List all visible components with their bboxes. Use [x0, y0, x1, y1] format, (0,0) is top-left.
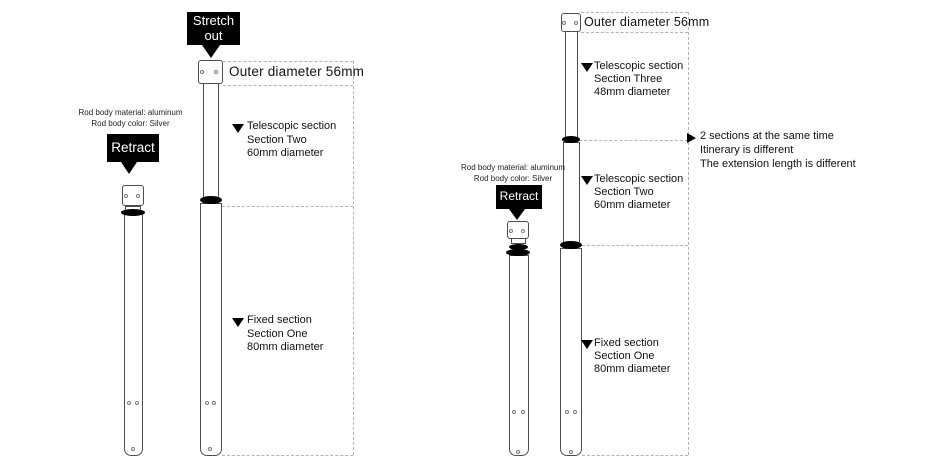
annotation-line: 80mm diameter — [247, 341, 324, 353]
rod-retracted-body — [124, 214, 143, 456]
rivet-hole — [124, 194, 128, 198]
rivet-hole — [212, 401, 216, 405]
annotation-line: Section One — [247, 327, 308, 340]
callout-tail-icon — [121, 162, 137, 174]
rod-retracted-cap — [122, 185, 144, 206]
annotation-line: Section Three — [594, 72, 663, 85]
annotation-line: 48mm diameter — [594, 85, 671, 98]
retract-callout-right: Retract — [496, 185, 542, 220]
joint-band — [506, 249, 530, 256]
dashed-guide — [579, 140, 688, 141]
rod-retracted-collar — [511, 238, 526, 244]
annotation-line: 2 sections at the same time — [700, 130, 834, 142]
down-triangle-icon — [581, 176, 593, 185]
rod-section-two-tube — [563, 142, 580, 244]
dashed-guide — [223, 61, 353, 62]
rod-color-text: Rod body color: Silver — [91, 119, 170, 128]
section-annotation-left-fixed: Fixed section Section One 80mm diameter — [247, 314, 323, 355]
dashed-guide — [222, 206, 353, 207]
comparison-note: 2 sections at the same time Itinerary is… — [700, 130, 856, 172]
annotation-line: Telescopic section — [247, 120, 337, 132]
rivet-hole — [200, 70, 204, 74]
callout-tail-icon — [202, 45, 220, 58]
joint-band — [562, 136, 580, 143]
annotation-line: Fixed section — [594, 337, 659, 349]
rivet-hole — [509, 229, 513, 233]
rivet-hole — [131, 447, 135, 451]
rod-fixed-section-body — [200, 203, 222, 456]
annotation-line: Section One — [594, 349, 655, 362]
dashed-guide — [582, 455, 688, 456]
dashed-guide — [688, 12, 689, 455]
rod-spec-note-left: Rod body material: aluminum Rod body col… — [58, 107, 203, 129]
rivet-hole — [573, 410, 577, 414]
dashed-guide — [353, 61, 354, 455]
rod-fixed-section-body — [560, 248, 582, 456]
joint-band — [121, 209, 145, 216]
section-annotation-right-three: Telescopic section Section Three 48mm di… — [594, 60, 683, 98]
rod-section-three-tube — [565, 31, 578, 139]
annotation-line: 60mm diameter — [247, 147, 324, 159]
outer-diameter-label-left: Outer diameter 56mm — [229, 64, 365, 79]
rod-section-two-tube — [203, 83, 219, 199]
rivet-hole — [565, 410, 569, 414]
rivet-hole — [136, 194, 140, 198]
rivet-hole — [135, 401, 139, 405]
rivet-hole — [521, 410, 525, 414]
joint-band — [509, 244, 528, 250]
rod-material-text: Rod body material: aluminum — [460, 163, 566, 172]
section-annotation-left-two: Telescopic section Section Two 60mm diam… — [247, 120, 336, 161]
annotation-line: Fixed section — [247, 314, 312, 326]
annotation-line: The extension length is different — [700, 158, 856, 170]
rivet-hole — [521, 229, 525, 233]
rivet-hole — [127, 401, 131, 405]
rod-retracted-body — [509, 255, 529, 456]
dashed-guide — [222, 455, 353, 456]
section-annotation-right-fixed: Fixed section Section One 80mm diameter — [594, 337, 670, 375]
down-triangle-icon — [581, 340, 593, 349]
rivet-hole — [562, 21, 566, 25]
rivet-hole — [569, 450, 573, 454]
rivet-hole — [516, 450, 520, 454]
annotation-line: Section Two — [247, 133, 307, 146]
annotation-line: Telescopic section — [594, 173, 684, 185]
outer-diameter-label-right: Outer diameter 56mm — [584, 15, 710, 29]
dashed-guide — [581, 32, 688, 33]
rivet-hole — [512, 410, 516, 414]
rod-color-text: Rod body color: Silver — [473, 174, 553, 183]
rivet-hole — [214, 70, 218, 74]
annotation-line: Telescopic section — [594, 60, 684, 72]
annotation-line: 60mm diameter — [594, 198, 671, 211]
stretch-out-line1: Stretch — [192, 13, 235, 28]
down-triangle-icon — [232, 124, 244, 133]
dashed-guide — [581, 12, 688, 13]
down-triangle-icon — [232, 318, 244, 327]
rod-extended-cap — [561, 13, 581, 32]
rivet-hole — [205, 401, 209, 405]
dashed-guide — [223, 85, 353, 86]
section-annotation-right-two: Telescopic section Section Two 60mm diam… — [594, 173, 683, 211]
retract-label: Retract — [499, 189, 539, 203]
joint-band — [560, 241, 582, 249]
callout-tail-icon — [509, 209, 525, 220]
annotation-line: Itinerary is different — [700, 143, 794, 156]
stretch-out-callout: Stretch out — [187, 12, 240, 58]
right-triangle-icon — [687, 133, 696, 143]
retract-label: Retract — [111, 140, 155, 155]
rivet-hole — [574, 21, 578, 25]
rod-spec-note-right: Rod body material: aluminum Rod body col… — [448, 162, 578, 184]
down-triangle-icon — [581, 63, 593, 72]
joint-band — [200, 196, 222, 204]
rod-material-text: Rod body material: aluminum — [78, 108, 183, 117]
rivet-hole — [208, 447, 212, 451]
dashed-guide — [582, 245, 688, 246]
retract-callout-left: Retract — [107, 134, 159, 174]
annotation-line: 80mm diameter — [594, 362, 671, 375]
annotation-line: Section Two — [594, 185, 654, 198]
stretch-out-line2: out — [204, 28, 223, 43]
